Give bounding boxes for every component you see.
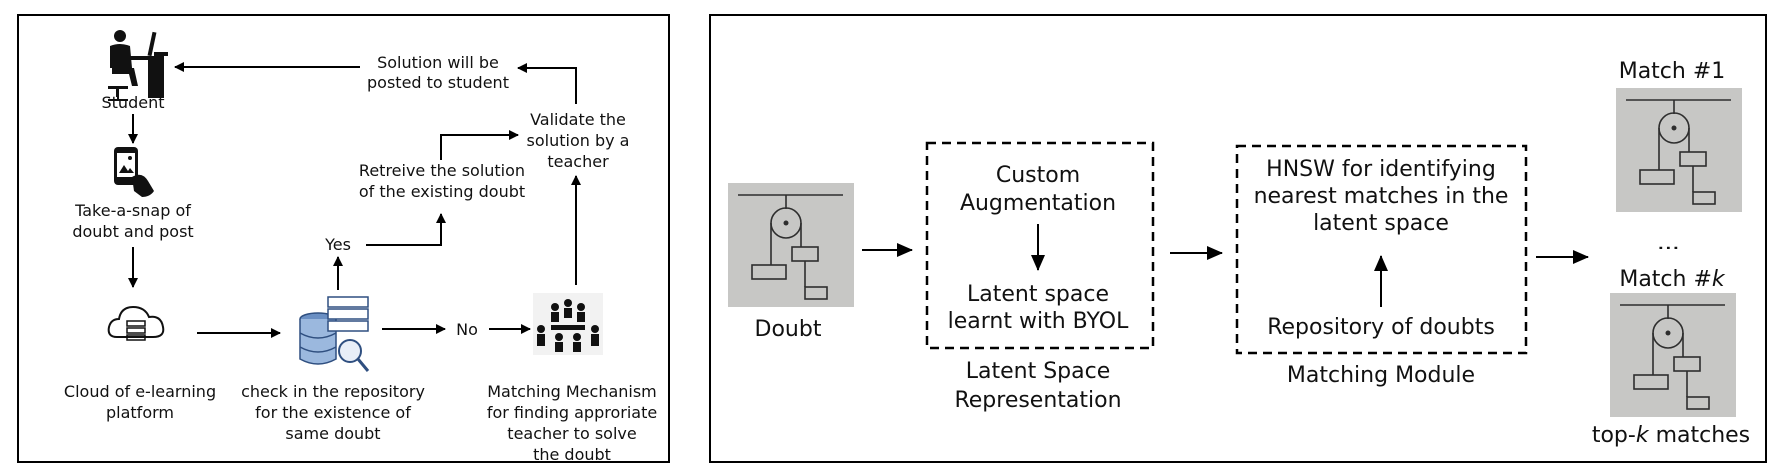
cloud-label-line-1: Cloud of e-learning [64,382,216,401]
check-label-line-1: check in the repository [241,382,425,401]
cloud-label-line-2: platform [106,403,174,422]
phone-snap-icon [114,147,154,197]
latent-space-box [925,141,1155,350]
matching-label-line-4: the doubt [533,445,611,464]
validate-label-line-3: teacher [547,152,609,171]
hnsw-line-3: latent space [1313,211,1449,236]
doubt-photo [727,182,855,308]
ellipsis-dots: ⋮ [1656,237,1681,259]
arrow-yes-to-retrieve [366,213,446,246]
matching-module-label: Matching Module [1287,363,1475,388]
hnsw-line-1: HNSW for identifying [1266,157,1496,182]
matching-label-line-2: for finding approriate [487,403,657,422]
snap-label-line-1: Take-a-snap of [74,201,191,220]
latent-learnt-line-2: learnt with BYOL [948,309,1129,334]
match-1-label: Match #1 [1619,59,1726,84]
repo-label: Repository of doubts [1267,315,1495,340]
validate-label-line-2: solution by a [527,131,630,150]
student-label: Student [102,93,165,112]
latent-learnt-line-1: Latent space [967,282,1109,307]
student-at-desk-icon [108,30,168,101]
yes-label: Yes [324,235,351,254]
match-1-photo [1615,87,1743,213]
match-k-label: Match #k [1619,267,1726,292]
matching-label-line-3: teacher to solve [507,424,636,443]
hnsw-line-2: nearest matches in the [1254,184,1509,209]
arrow-retrieve-to-validate [440,130,519,160]
no-label: No [456,320,478,339]
retrieve-label-line-2: of the existing doubt [359,182,525,201]
cloud-server-icon [107,305,165,341]
custom-aug-line-2: Augmentation [960,191,1116,216]
custom-aug-line-1: Custom [996,163,1080,188]
matching-module-box [1235,144,1528,355]
solution-posted-line-1: Solution will be [377,53,499,72]
snap-label-line-2: doubt and post [72,222,193,241]
doubt-label: Doubt [755,317,822,342]
latent-rep-line-2: Representation [954,388,1121,413]
match-k-photo [1609,292,1737,418]
left-panel-frame [17,14,670,463]
database-search-icon [299,296,370,372]
validate-label-line-1: Validate the [530,110,626,129]
solution-posted-line-2: posted to student [367,73,509,92]
matching-label-line-1: Matching Mechanism [487,382,657,401]
latent-rep-line-1: Latent Space [966,359,1111,384]
right-panel-frame [709,14,1767,463]
topk-label: top-k matches [1592,423,1750,448]
check-label-line-2: for the existence of [255,403,411,422]
check-label-line-3: same doubt [285,424,380,443]
meeting-teachers-icon [533,293,603,355]
retrieve-label-line-1: Retreive the solution [359,161,525,180]
arrow-validate-to-solution [517,63,577,104]
